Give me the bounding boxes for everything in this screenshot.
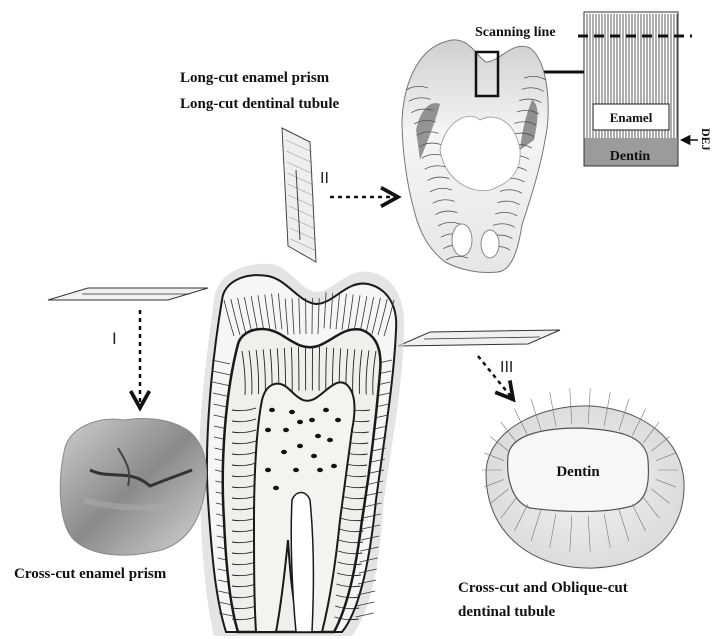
- long-section-root-hole-right: [481, 230, 499, 258]
- roman-two-label: II: [320, 170, 329, 187]
- cutting-plane-one: [48, 288, 208, 300]
- dej-label: DEJ: [699, 128, 713, 151]
- long-section-root-hole-left: [452, 224, 472, 256]
- cutting-plane-three: [398, 330, 560, 346]
- inset-dentin-label: Dentin: [610, 149, 651, 164]
- cross-cut-enamel-label: Cross-cut enamel prism: [14, 566, 167, 582]
- long-cut-label-line2: Long-cut dentinal tubule: [180, 96, 340, 112]
- longitudinal-section: [402, 40, 548, 273]
- root-canal-gap: [291, 493, 313, 633]
- roman-one-label: I: [112, 329, 117, 348]
- cutting-plane-two: [282, 128, 317, 262]
- roman-three-label: III: [500, 359, 513, 376]
- main-tooth: [199, 264, 404, 636]
- dentin-disk: Dentin: [482, 388, 684, 568]
- cross-cut-photo: [60, 419, 206, 556]
- long-cut-label-line1: Long-cut enamel prism: [180, 70, 330, 86]
- cross-oblique-label-line1: Cross-cut and Oblique-cut: [458, 580, 628, 596]
- inset-enamel-label: Enamel: [610, 110, 653, 125]
- dentin-disk-label: Dentin: [556, 464, 600, 480]
- cross-oblique-label-line2: dentinal tubule: [458, 604, 555, 620]
- scanning-line-label: Scanning line: [475, 25, 556, 40]
